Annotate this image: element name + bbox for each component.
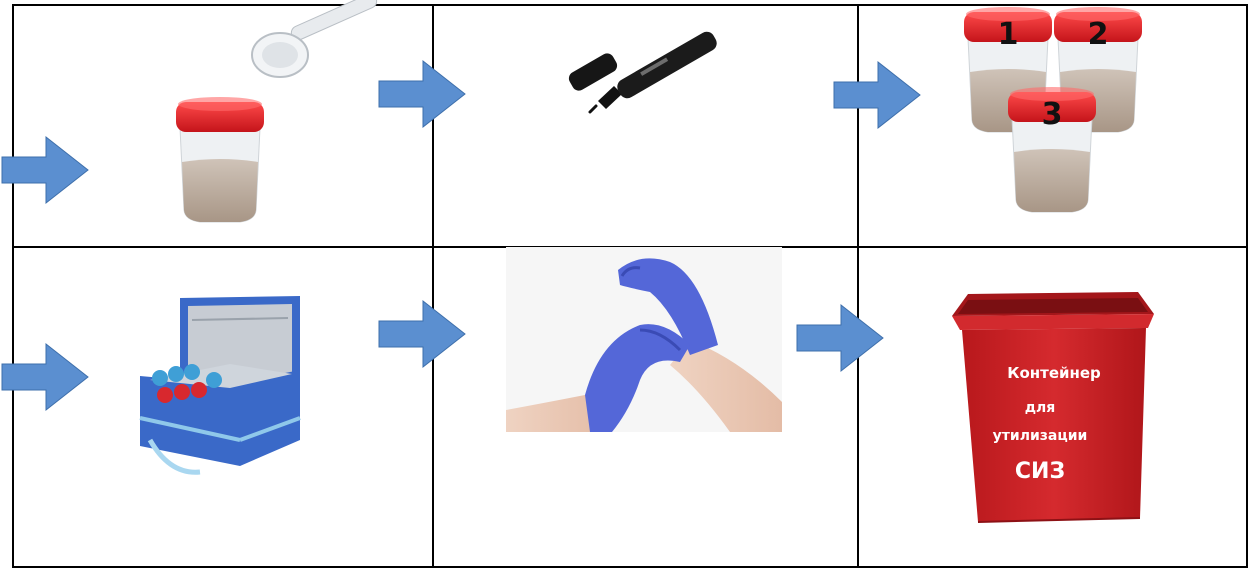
container-label-line-3: утилизации xyxy=(993,428,1088,444)
cooler-bag-icon xyxy=(140,296,300,472)
marker-icon xyxy=(566,29,719,112)
sample-jar-icon xyxy=(176,97,264,222)
gloved-hands-icon xyxy=(506,247,782,432)
arrow-icon xyxy=(797,305,883,371)
jar-number-3: 3 xyxy=(1042,97,1063,132)
arrow-icon xyxy=(379,61,465,127)
container-label-line-4: СИЗ xyxy=(1015,459,1065,484)
jar-number-1: 1 xyxy=(998,17,1019,52)
scoop-icon xyxy=(252,0,379,77)
jar-number-2: 2 xyxy=(1088,17,1109,52)
arrow-icon xyxy=(834,62,920,128)
arrow-icon xyxy=(379,301,465,367)
container-label-line-1: Контейнер xyxy=(1007,364,1101,382)
arrow-icon xyxy=(2,137,88,203)
arrow-icon xyxy=(2,344,88,410)
container-label-line-2: для xyxy=(1025,400,1056,416)
